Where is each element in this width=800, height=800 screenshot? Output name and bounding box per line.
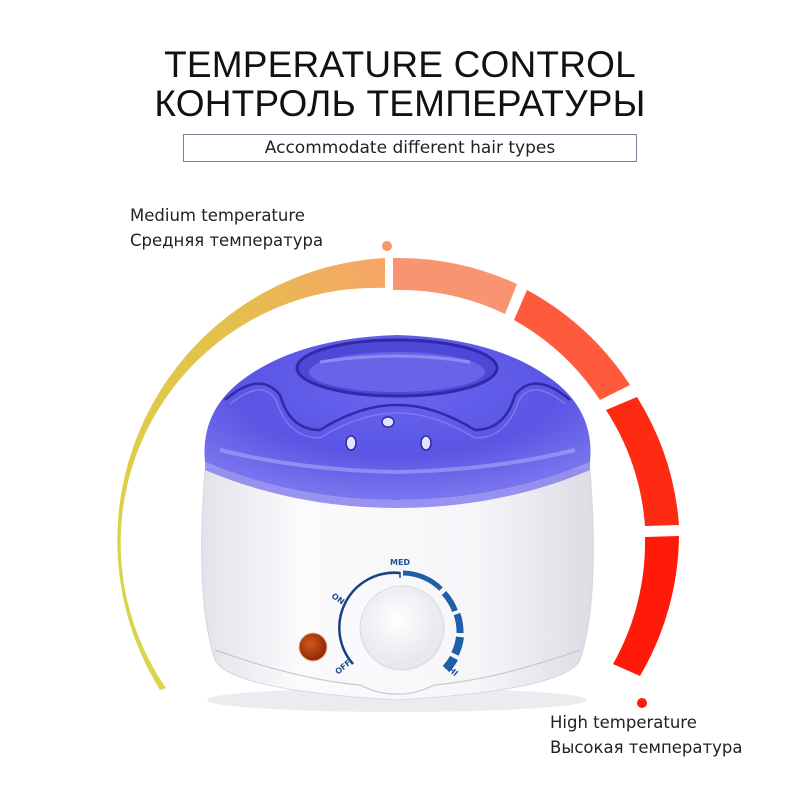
medium-temperature-label: Medium temperature Средняя температура	[130, 203, 323, 253]
dial-knob	[359, 585, 445, 671]
subtitle-text: Accommodate different hair types	[264, 138, 556, 158]
high-temperature-label: High temperature Высокая температура	[550, 710, 742, 760]
high-marker-dot	[637, 698, 647, 708]
indicator-light	[298, 632, 328, 662]
wax-warmer-product: MED ON OFF HI	[201, 335, 594, 712]
dial-label-med: MED	[390, 558, 410, 567]
title-russian: КОНТРОЛЬ ТЕМПЕРАТУРЫ	[154, 83, 646, 124]
subtitle-box: Accommodate different hair types	[183, 134, 637, 162]
high-temperature-ru: Высокая температура	[550, 738, 743, 757]
medium-temperature-en: Medium temperature	[130, 206, 305, 225]
medium-marker-dot	[382, 241, 392, 251]
high-temperature-en: High temperature	[550, 713, 697, 732]
gauge-arc-high-segments	[393, 257, 679, 676]
medium-temperature-ru: Средняя температура	[130, 231, 324, 250]
gauge-arc-low	[117, 258, 386, 690]
title-english: TEMPERATURE CONTROL	[164, 44, 636, 85]
